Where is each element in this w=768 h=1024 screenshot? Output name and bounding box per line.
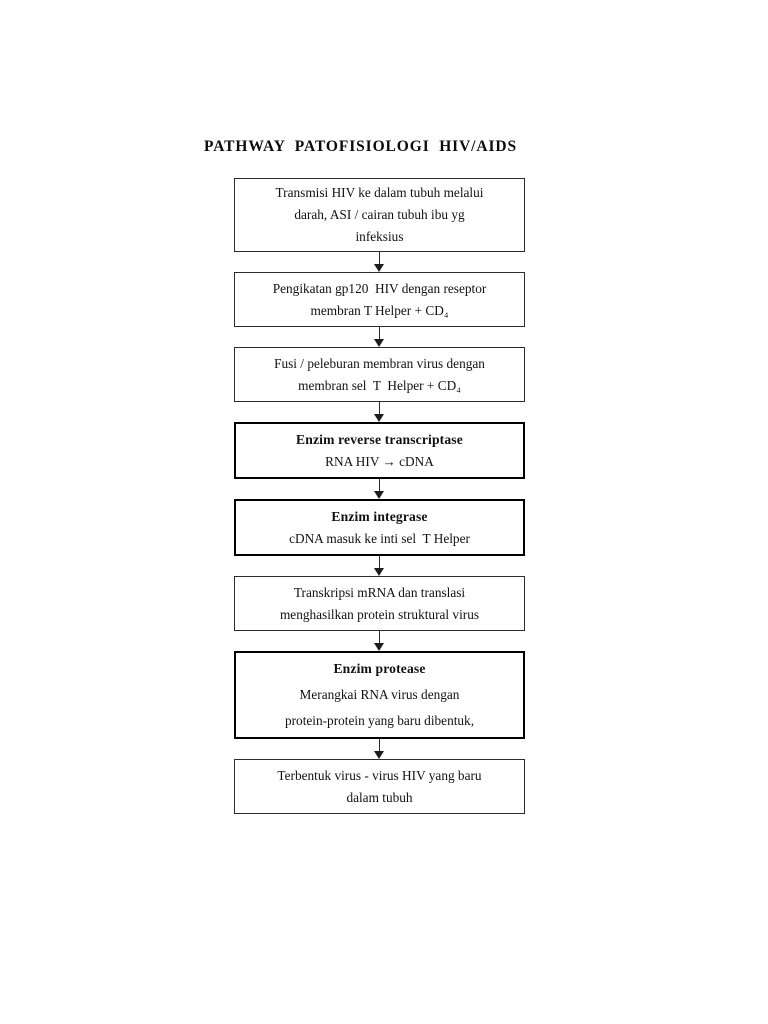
node-line: Fusi / peleburan membran virus dengan	[274, 355, 485, 371]
arrow-head-icon	[374, 751, 384, 759]
flow-node-transkripsi-mrna[interactable]: Transkripsi mRNA dan translasi menghasil…	[234, 576, 525, 631]
arrow-connector-4	[234, 479, 525, 499]
arrow-stem	[379, 327, 380, 341]
page-title: PATHWAY PATOFISIOLOGI HIV/AIDS	[204, 138, 518, 155]
arrow-connector-7	[234, 739, 525, 759]
node-line: membran T Helper + CD₄	[310, 302, 449, 318]
arrow-stem	[379, 252, 380, 266]
arrow-connector-2	[234, 327, 525, 347]
node-line: protein-protein yang baru dibentuk,	[284, 713, 475, 728]
flow-node-fusi-membran[interactable]: Fusi / peleburan membran virus dengan me…	[234, 347, 525, 402]
arrow-head-icon	[374, 264, 384, 272]
arrow-head-icon	[374, 643, 384, 651]
arrow-connector-1	[234, 252, 525, 272]
flow-node-transmisi[interactable]: Transmisi HIV ke dalam tubuh melalui dar…	[234, 178, 525, 252]
arrow-stem	[379, 556, 380, 570]
flow-node-terbentuk-virus-baru[interactable]: Terbentuk virus - virus HIV yang baru da…	[234, 759, 525, 814]
arrow-head-icon	[374, 339, 384, 347]
flow-node-enzim-protease[interactable]: Enzim protease Merangkai RNA virus denga…	[234, 651, 525, 739]
node-heading: Enzim protease	[333, 661, 426, 676]
node-line: cDNA masuk ke inti sel T Helper	[289, 530, 470, 546]
flow-node-pengikatan-gp120[interactable]: Pengikatan gp120 HIV dengan reseptor mem…	[234, 272, 525, 327]
arrow-head-icon	[374, 414, 384, 422]
node-line: infeksius	[355, 229, 404, 244]
node-line: Transmisi HIV ke dalam tubuh melalui	[275, 185, 484, 200]
flow-node-enzim-integrase[interactable]: Enzim integrase cDNA masuk ke inti sel T…	[234, 499, 525, 556]
arrow-connector-3	[234, 402, 525, 422]
node-line: RNA HIV → cDNA	[325, 453, 434, 469]
node-line: Terbentuk virus - virus HIV yang baru	[277, 767, 482, 783]
arrow-connector-5	[234, 556, 525, 576]
node-line: darah, ASI / cairan tubuh ibu yg	[294, 207, 465, 222]
node-heading: Enzim integrase	[331, 508, 428, 524]
flowchart: Transmisi HIV ke dalam tubuh melalui dar…	[234, 178, 525, 814]
arrow-head-icon	[374, 491, 384, 499]
arrow-stem	[379, 631, 380, 645]
node-line: Merangkai RNA virus dengan	[299, 687, 460, 702]
node-line: Transkripsi mRNA dan translasi	[293, 584, 466, 600]
node-line: dalam tubuh	[346, 789, 413, 805]
node-line: Pengikatan gp120 HIV dengan reseptor	[272, 280, 487, 296]
arrow-head-icon	[374, 568, 384, 576]
arrow-stem	[379, 739, 380, 753]
node-line: membran sel T Helper + CD₄	[298, 377, 461, 393]
node-line: menghasilkan protein struktural virus	[279, 606, 480, 622]
flow-node-enzim-reverse-transcriptase[interactable]: Enzim reverse transcriptase RNA HIV → cD…	[234, 422, 525, 479]
arrow-connector-6	[234, 631, 525, 651]
node-heading: Enzim reverse transcriptase	[296, 431, 463, 447]
arrow-stem	[379, 479, 380, 493]
arrow-stem	[379, 402, 380, 416]
